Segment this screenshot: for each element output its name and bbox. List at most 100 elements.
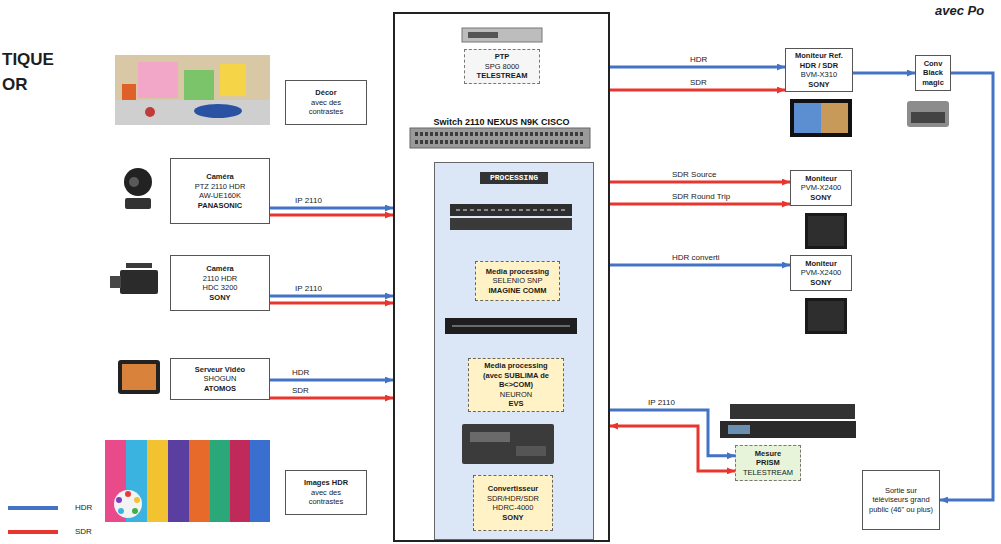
legend-swatch: [8, 506, 58, 510]
edge-label: SDR Source: [672, 170, 716, 180]
legend-label: SDR: [75, 527, 92, 537]
device-screen: [728, 425, 750, 434]
box-text: SONY: [477, 513, 549, 523]
device-box: MesurePRISMTELESTREAM: [735, 445, 801, 481]
edge-label: SDR: [292, 386, 309, 396]
scene-box: Images HDRavec des contrastes: [285, 470, 367, 515]
decor-photo: [115, 55, 270, 125]
camera-handle: [126, 263, 152, 268]
device-detail: [452, 325, 570, 327]
prism-device: [730, 404, 855, 419]
box-title: Sortie sur téléviseurs grand public (46"…: [866, 486, 936, 515]
camera-head: [124, 168, 152, 196]
output-box: Sortie sur téléviseurs grand public (46"…: [862, 470, 940, 530]
decor-block: [122, 84, 136, 100]
box-text: PANASONIC: [174, 201, 266, 211]
hdrc-device: [462, 424, 554, 464]
monitor-screen: [794, 103, 821, 133]
box-text: PRISM: [739, 458, 797, 468]
camera-body: [120, 270, 158, 294]
edge-label: HDR: [292, 368, 309, 378]
box-text: avec des contrastes: [296, 98, 356, 117]
box-text: SONY: [794, 193, 848, 203]
box-text: (avec SUBLIMA de B<>COM): [472, 371, 560, 390]
box-title: PROCESSING: [480, 172, 548, 184]
camera-lens: [110, 276, 121, 288]
device-box: Media processingSELENIO SNPIMAGINE COMM: [475, 261, 560, 301]
recorder-screen: [122, 364, 156, 390]
box-title: Caméra: [174, 172, 266, 182]
box-title: Switch 2110 NEXUS N9K CISCO: [395, 117, 608, 128]
device-box: Media processing(avec SUBLIMA de B<>COM)…: [468, 358, 564, 412]
color-wheel-dot: [132, 508, 138, 514]
color-wheel-dot: [116, 497, 122, 503]
box-title: Moniteur: [794, 174, 848, 184]
monitor-box: MoniteurPVM-X2400SONY: [790, 255, 852, 291]
decor-block: [220, 64, 246, 96]
selenio-device: [450, 204, 572, 230]
monitor-icon: [805, 213, 847, 249]
device-panel: [468, 32, 498, 38]
box-title: Media processing: [479, 267, 556, 277]
hdr-stripe: [210, 440, 230, 522]
box-text: PVM-X2400: [794, 268, 848, 278]
box-text: AW-UE160K: [174, 191, 266, 201]
decor-house: [138, 62, 178, 98]
prism-device: [720, 421, 856, 438]
box-text: ATOMOS: [174, 384, 266, 394]
sdr-link: [610, 203, 790, 206]
hdrc-device: [462, 424, 554, 464]
device-box: ConvertisseurSDR/HDR/SDRHDRC-4000SONY: [473, 475, 553, 531]
device-detail: [456, 209, 566, 211]
recorder-icon: [118, 360, 160, 394]
decor-photo: [115, 55, 270, 125]
box-title: Moniteur: [794, 259, 848, 269]
edge-label: IP 2110: [648, 398, 675, 408]
box-text: PVM-X2400: [794, 183, 848, 193]
box-text: TELESTREAM: [468, 71, 536, 81]
device-box: PTPSPG 8000TELESTREAM: [464, 49, 540, 84]
box-text: HDR / SDR: [789, 61, 849, 71]
box-title: Serveur Vidéo: [174, 365, 266, 375]
edge-label: SDR: [690, 78, 707, 88]
box-text: SONY: [174, 293, 266, 303]
box-text: HDC 3200: [174, 283, 266, 293]
switch-device: [410, 128, 590, 148]
monitor-screen: [821, 103, 848, 133]
box-title: Mesure: [739, 449, 797, 459]
device-panel: [911, 112, 945, 123]
box-text: SONY: [794, 278, 848, 288]
edge-label: IP 2110: [295, 196, 322, 206]
device-panel: [470, 432, 510, 442]
selenio-device: [450, 218, 572, 230]
sdr-link: [270, 302, 393, 305]
edge-label: HDR converti: [672, 253, 720, 263]
monitor-box: Moniteur Ref.HDR / SDRBVM-X310SONY: [785, 48, 853, 92]
box-text: avec des contrastes: [296, 488, 356, 507]
device-buttons: [516, 446, 546, 456]
sdr-link: [610, 181, 790, 184]
box-text: BVM-X310: [789, 70, 849, 80]
hdr-stripe: [230, 440, 250, 522]
device-box: ConvBlack magic: [915, 55, 951, 91]
box-title: Décor: [296, 88, 356, 98]
hdr-stripe: [189, 440, 210, 522]
device-box: Caméra2110 HDRHDC 3200SONY: [170, 255, 270, 311]
decor-car: [194, 104, 242, 118]
monitor-box: MoniteurPVM-X2400SONY: [790, 170, 852, 206]
edge-label: SDR Round Trip: [672, 192, 730, 202]
box-text: SHOGUN: [174, 374, 266, 384]
heading-fragment: OR: [2, 75, 28, 95]
box-text: IMAGINE COMM: [479, 286, 556, 296]
hdr-link: [610, 410, 735, 456]
hdr-link: [610, 66, 785, 69]
hdr-link: [610, 264, 790, 267]
scene-box: Décoravec des contrastes: [285, 80, 367, 125]
neuron-device: [445, 318, 577, 334]
selenio-device: [450, 204, 572, 216]
hdr-stripe: [105, 440, 126, 522]
color-wheel-dot: [118, 508, 124, 514]
box-text: PTZ 2110 HDR: [174, 182, 266, 192]
hdr-stripe: [126, 440, 147, 522]
box-text: SONY: [789, 80, 849, 90]
